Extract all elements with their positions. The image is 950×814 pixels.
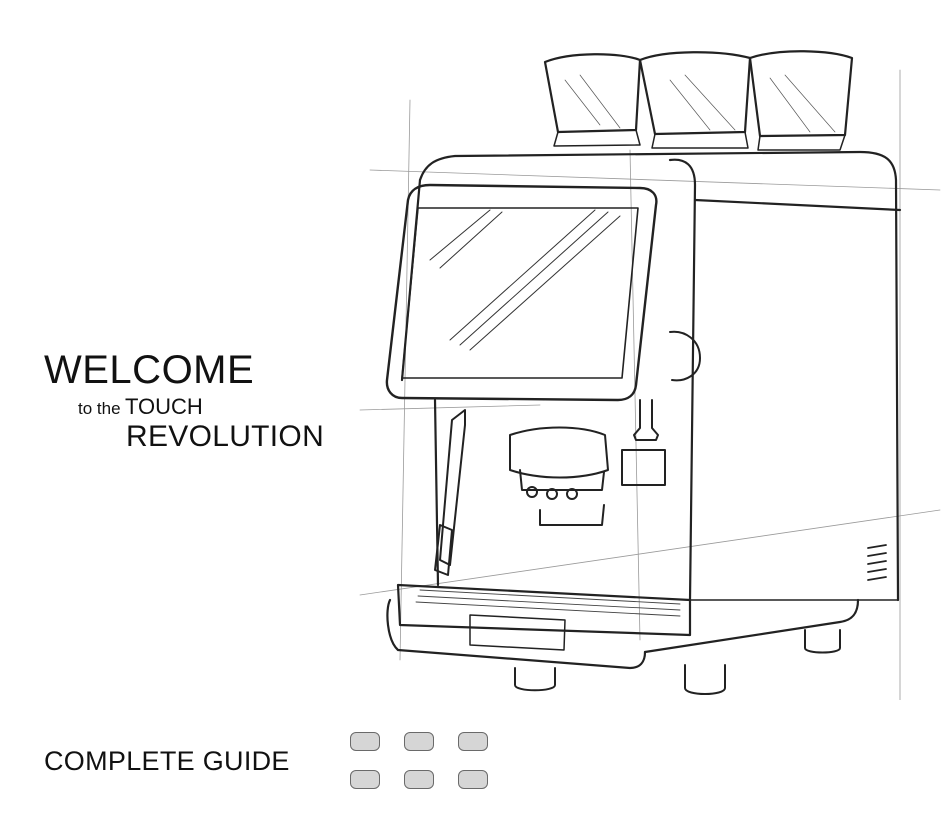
key-dot [404,732,434,751]
touch-text: TOUCH [125,394,203,419]
key-dot [458,732,488,751]
welcome-heading: WELCOME [44,350,254,390]
machine-body [402,152,900,600]
screen-reflection [430,210,620,350]
construction-lines [360,70,940,700]
to-the-text: to the [78,399,121,418]
touch-screen-sketch [387,185,656,400]
hot-water-nozzle [634,332,700,440]
hopper-shading [565,75,835,132]
key-dot [458,770,488,789]
key-dot [404,770,434,789]
touch-subheading: to the TOUCH [78,396,203,418]
key-dot [350,732,380,751]
drip-tray [387,585,858,668]
complete-guide-title: COMPLETE GUIDE [44,748,290,775]
espresso-machine-illustration [340,40,950,700]
key-dot [350,770,380,789]
drip-grate [416,590,680,616]
brew-unit [510,428,665,526]
bean-hoppers [545,51,852,150]
side-vent [868,545,886,580]
steam-wand [435,410,465,575]
revolution-heading: REVOLUTION [126,422,324,452]
decorative-key-grid [350,732,490,792]
